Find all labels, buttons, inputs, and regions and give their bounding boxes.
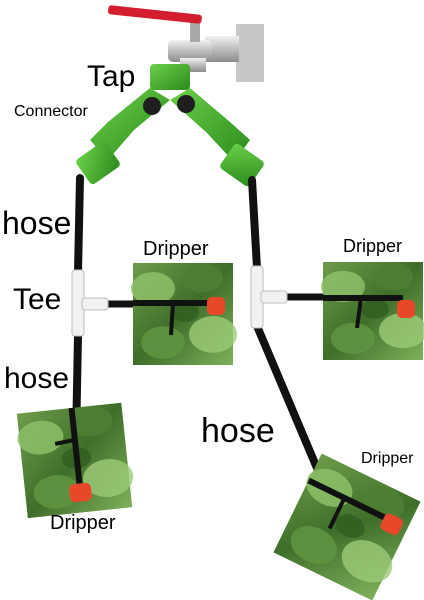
dripper-photo-mid-left	[131, 263, 237, 365]
wall-block	[236, 24, 264, 82]
hose-label-lower-left: hose	[4, 362, 70, 395]
hose-label-lower-right: hose	[201, 412, 275, 450]
tap-label: Tap	[87, 60, 136, 93]
dripper-label-bottom-left: Dripper	[50, 512, 116, 534]
dripper-photo-bottom-right	[271, 452, 424, 600]
connector-label: Connector	[14, 103, 88, 120]
tee-fitting-left	[71, 269, 109, 337]
y-connector	[76, 64, 264, 187]
dripper-photo-bottom-left	[14, 402, 137, 519]
dripper-label-bottom-right: Dripper	[361, 450, 414, 467]
hose-label-upper: hose	[2, 205, 72, 241]
tee-label: Tee	[13, 283, 62, 316]
dripper-photo-mid-right	[321, 262, 424, 360]
tap-icon	[108, 5, 239, 72]
tee-fitting-right	[250, 265, 288, 329]
dripper-label-mid-right: Dripper	[343, 236, 403, 256]
dripper-label-mid-left: Dripper	[143, 238, 209, 260]
